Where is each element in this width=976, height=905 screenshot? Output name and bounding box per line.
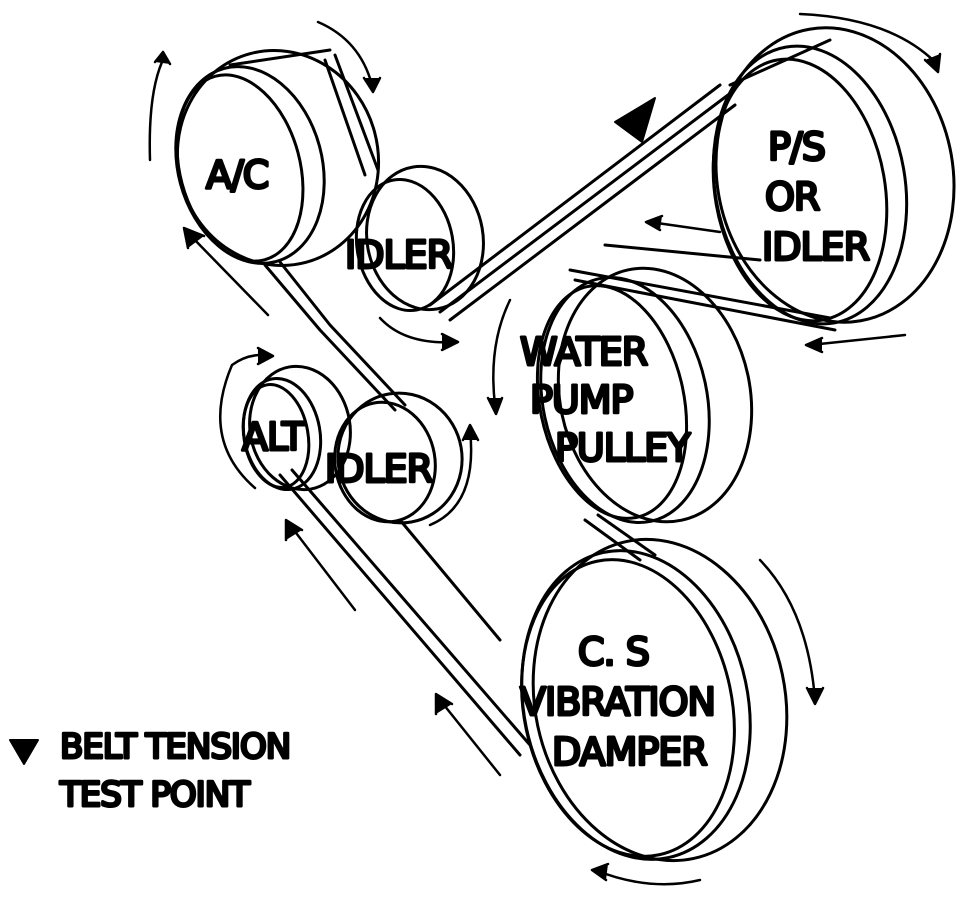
water-pump-label-line1: WATER [520,330,648,374]
water-pump-label-line2: PUMP [530,378,633,422]
legend-line1: BELT TENSION [60,727,290,767]
ac-label: A/C [206,153,268,197]
ac-pulley [174,49,381,267]
idler-mid-label: IDLER [325,447,433,491]
crankshaft-label-line3: DAMPER [552,730,707,774]
crankshaft-label-line2: VIBRATION [520,680,715,724]
tension-test-point-icon [614,97,656,143]
crankshaft-damper-pulley [520,537,789,863]
legend-triangle-icon [9,739,39,765]
rotation-arrows [148,12,942,886]
water-pump-pulley [535,266,754,524]
alt-label: ALT [242,415,306,459]
legend-line2: TEST POINT [59,775,250,815]
ps-pulley [711,26,956,326]
idler-top-pulley [354,164,485,313]
ps-label-line3: IDLER [762,225,870,269]
ps-label-line2: OR [765,175,820,219]
ps-label-line1: P/S [768,125,825,169]
idler-mid-pulley [333,391,464,525]
water-pump-label-line3: PULLEY [555,426,691,470]
legend: BELT TENSION TEST POINT [9,726,293,817]
idler-top-label: IDLER [345,233,453,277]
crankshaft-label-line1: C. S [578,630,649,674]
